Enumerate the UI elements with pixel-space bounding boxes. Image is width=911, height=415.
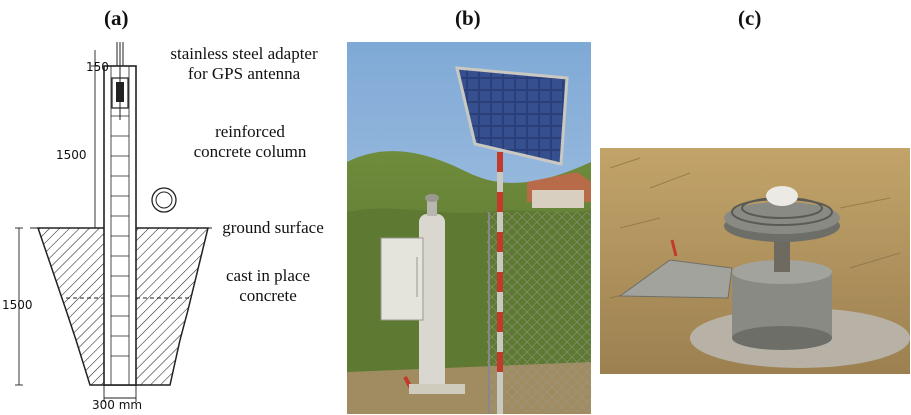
- dimension-foundation-depth: 1500: [2, 298, 33, 312]
- photo-gps-antenna-mount: [600, 148, 910, 374]
- panel-label-c: (c): [738, 6, 762, 30]
- antenna-radome: [766, 186, 798, 206]
- label-cast-concrete: cast in place concrete: [225, 266, 310, 305]
- label-concrete-column: reinforced concrete column: [193, 122, 307, 161]
- column-section-icon: [151, 187, 177, 213]
- open-lid: [618, 259, 733, 299]
- equipment-enclosure: [380, 237, 424, 321]
- photo-gps-station-solar-panel: [347, 42, 591, 414]
- label-steel-adapter: stainless steel adapter for GPS antenna: [170, 44, 318, 83]
- monument-section-diagram: [15, 42, 212, 402]
- dimension-width: 300 mm: [92, 398, 143, 412]
- panel-label-a: (a): [104, 6, 129, 30]
- panel-label-b: (b): [455, 6, 481, 30]
- concrete-column-photo: [419, 214, 445, 392]
- dimension-column-height: 1500: [56, 148, 87, 162]
- dimension-top: 150: [86, 60, 109, 74]
- solar-panel: [455, 66, 569, 166]
- label-ground-surface: ground surface: [222, 218, 324, 237]
